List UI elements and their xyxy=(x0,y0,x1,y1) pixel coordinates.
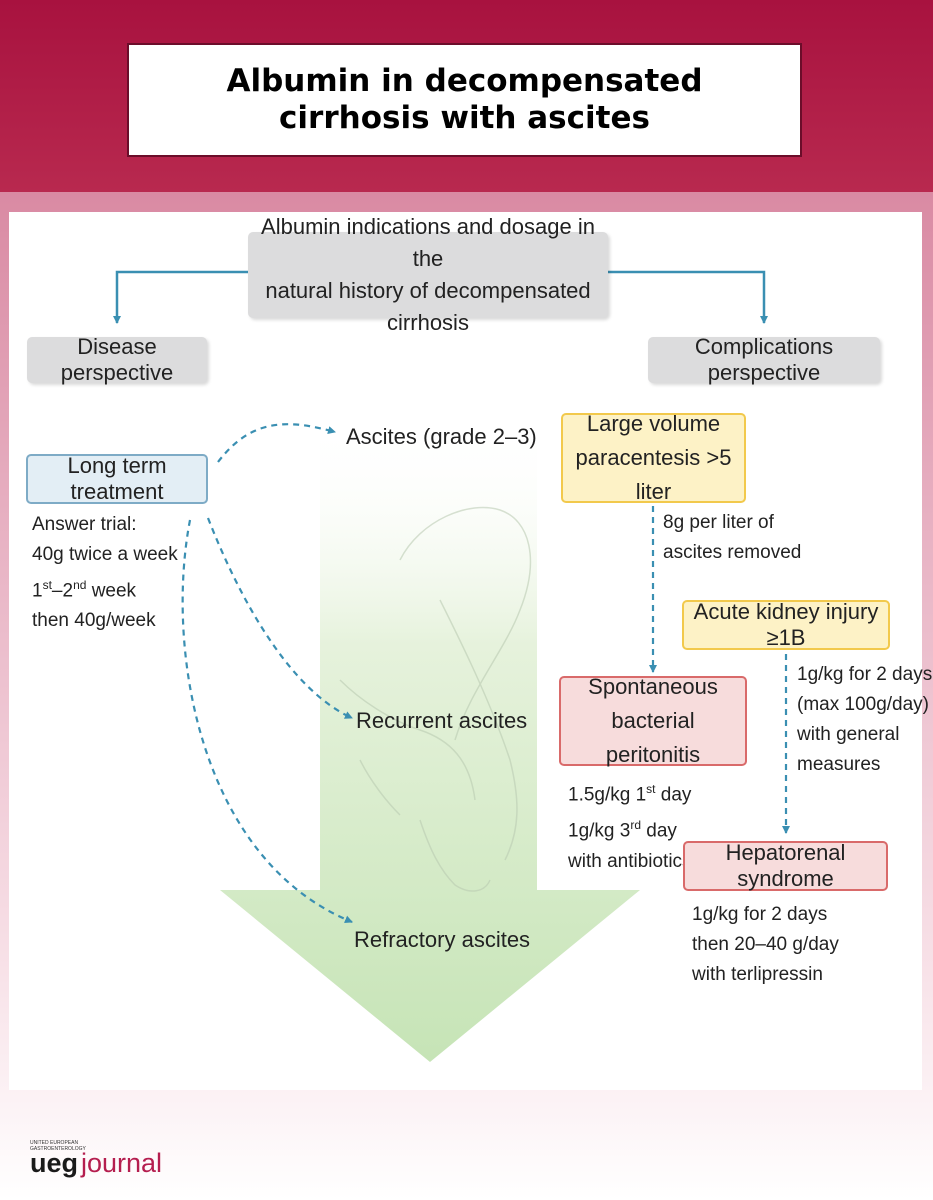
aki-note-line: 1g/kg for 2 days xyxy=(797,664,933,685)
root-box: Albumin indications and dosage in the na… xyxy=(248,214,608,335)
sbp-note-line: with antibiotics xyxy=(568,850,692,872)
hrs-note-line: then 20–40 g/day xyxy=(692,934,839,955)
connector-left xyxy=(113,270,248,324)
stage-recurrent-label: Recurrent ascites xyxy=(356,708,528,733)
aki-note-line: with general xyxy=(797,724,900,745)
paracentesis-note: 8g per liter of ascites removed xyxy=(663,508,801,568)
paracentesis-note-line: 8g per liter of xyxy=(663,512,774,533)
hrs-note-line: 1g/kg for 2 days xyxy=(692,904,828,925)
aki-note-line: measures xyxy=(797,754,881,775)
page-title: Albumin in decompensated cirrhosis with … xyxy=(226,63,703,136)
logo-journal-text: journal xyxy=(81,1148,163,1178)
connector-right xyxy=(608,270,768,324)
arrow-to-recurrent xyxy=(206,517,353,720)
sbp-note-line: 1g/kg 3rd day xyxy=(568,818,677,842)
aki-note-line: (max 100g/day) xyxy=(797,694,930,715)
hrs-note-line: with terlipressin xyxy=(692,964,823,985)
paracentesis-note-line: ascites removed xyxy=(663,542,802,563)
complications-perspective-box: Complications perspective xyxy=(648,334,880,385)
title-box: Albumin in decompensated cirrhosis with … xyxy=(127,43,802,157)
sbp-note-line: 1.5g/kg 1st day xyxy=(568,782,692,806)
disease-perspective-box: Disease perspective xyxy=(27,334,207,385)
arrow-to-ascites xyxy=(217,423,336,463)
ueg-journal-logo: UNITED EUROPEAN GASTROENTEROLOGY ueg jou… xyxy=(30,1140,170,1185)
aki-box: Acute kidney injury ≥1B xyxy=(682,599,890,650)
sbp-box: Spontaneous bacterial peritonitis xyxy=(559,674,747,767)
long-term-note-line: 40g twice a week xyxy=(32,544,178,565)
hrs-note: 1g/kg for 2 days then 20–40 g/day with t… xyxy=(692,900,839,990)
sbp-note: 1.5g/kg 1st day 1g/kg 3rd day with antib… xyxy=(568,774,692,877)
long-term-note-line: 1st–2nd week xyxy=(32,578,137,602)
logo-ueg-text: ueg xyxy=(30,1148,79,1178)
paracentesis-box: Large volume paracentesis >5 liter xyxy=(561,411,746,504)
arrow-to-refractory xyxy=(181,519,353,924)
long-term-note: Answer trial: 40g twice a week 1st–2nd w… xyxy=(32,510,178,636)
stage-refractory-label: Refractory ascites xyxy=(354,927,531,952)
stage-ascites-label: Ascites (grade 2–3) xyxy=(346,424,537,449)
long-term-note-line: Answer trial: xyxy=(32,514,137,535)
long-term-treatment-box: Long term treatment xyxy=(26,453,208,504)
progression-arrow xyxy=(220,420,640,1062)
long-term-note-line: then 40g/week xyxy=(32,610,156,632)
hrs-box: Hepatorenal syndrome xyxy=(683,840,888,891)
logo-small-text: UNITED EUROPEAN GASTROENTEROLOGY xyxy=(30,1140,86,1152)
aki-note: 1g/kg for 2 days (max 100g/day) with gen… xyxy=(797,660,932,780)
body-silhouette-icon xyxy=(339,506,532,892)
